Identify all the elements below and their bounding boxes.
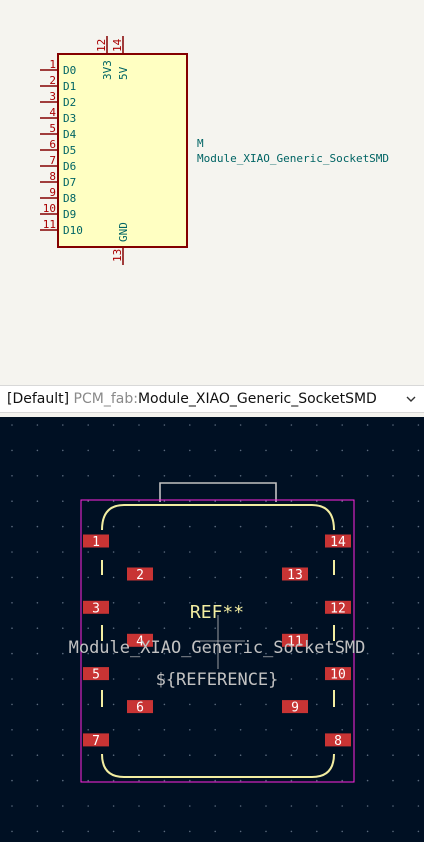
pin-name: D8 [63, 192, 76, 205]
pad-4[interactable]: 4 [127, 633, 153, 650]
pad-2[interactable]: 2 [127, 567, 153, 584]
pad-12[interactable]: 12 [325, 600, 351, 617]
silkscreen-outline [101, 504, 335, 531]
pin-name: 3V3 [101, 60, 114, 80]
fab-outline [159, 482, 277, 502]
symbol-value-field[interactable]: Module_XIAO_Generic_SocketSMD [197, 152, 389, 165]
pin-number: 11 [43, 218, 56, 231]
pin-number: 13 [111, 249, 124, 262]
pad-number: 6 [136, 701, 144, 716]
pin-name: D2 [63, 96, 76, 109]
pad-number: 13 [287, 568, 303, 583]
schematic-canvas[interactable]: 1 D0 2 D1 3 D2 4 D3 5 D4 6 D5 7 D6 8 D7 9 D8 10 D9 11 D10 12 3… [0, 0, 424, 383]
pin-number: 8 [49, 170, 56, 183]
pad-1[interactable]: 1 [83, 534, 109, 551]
pad-number: 8 [334, 734, 342, 749]
pad-8[interactable]: 8 [325, 733, 351, 749]
pin-number: 6 [49, 138, 56, 151]
pin-number: 7 [49, 154, 56, 167]
pad-number: 7 [92, 734, 100, 749]
symbol-reference-field[interactable]: M [197, 137, 204, 150]
silkscreen-side-lines [101, 560, 335, 707]
pad-number: 3 [92, 601, 100, 616]
footprint-library-name: PCM_fab: [73, 391, 138, 407]
pin-name: D1 [63, 80, 76, 93]
pin-number: 1 [49, 58, 56, 71]
pin-number: 10 [43, 202, 56, 215]
pad-number: 11 [287, 634, 303, 649]
footprint-value-text[interactable]: Module_XIAO_Generic_SocketSMD [69, 638, 366, 658]
pin-number: 2 [49, 74, 56, 87]
footprint-selector[interactable]: [Default] PCM_fab:Module_XIAO_Generic_So… [0, 385, 424, 413]
pin-name: D4 [63, 128, 77, 141]
pad-13[interactable]: 13 [282, 567, 308, 584]
pad-3[interactable]: 3 [83, 600, 109, 617]
schematic-editor-panel[interactable]: 1 D0 2 D1 3 D2 4 D3 5 D4 6 D5 7 D6 8 D7 9 D8 10 D9 11 D10 12 3… [0, 0, 424, 383]
footprint-selector-text: [Default] PCM_fab:Module_XIAO_Generic_So… [0, 391, 377, 407]
pad-number: 5 [92, 668, 100, 683]
pin-name: D6 [63, 160, 76, 173]
pin-number: 5 [49, 122, 56, 135]
pad-number: 12 [330, 601, 346, 616]
pad-9[interactable]: 9 [282, 700, 308, 716]
pin-number: 9 [49, 186, 56, 199]
pad-11[interactable]: 11 [282, 633, 308, 650]
pin-name: D7 [63, 176, 76, 189]
pin-name: D9 [63, 208, 76, 221]
pin-name: D0 [63, 64, 76, 77]
pad-10[interactable]: 10 [325, 667, 351, 683]
chevron-down-icon[interactable] [404, 392, 418, 406]
pin-number: 4 [49, 106, 56, 119]
pad-14[interactable]: 14 [325, 534, 351, 551]
footprint-variant-label: [Default] [7, 391, 70, 407]
pin-name: GND [117, 222, 130, 242]
silkscreen-outline-bottom [101, 753, 335, 778]
pad-number: 9 [291, 701, 299, 716]
pin-number: 12 [95, 39, 108, 52]
pin-name: D3 [63, 112, 76, 125]
symbol-body[interactable] [57, 53, 188, 248]
pad-5[interactable]: 5 [83, 667, 109, 683]
pad-number: 4 [136, 634, 144, 649]
footprint-reference-field-text[interactable]: ${REFERENCE} [156, 670, 279, 690]
pad-number: 10 [330, 668, 346, 683]
footprint-name: Module_XIAO_Generic_SocketSMD [137, 391, 377, 407]
pin-number: 3 [49, 90, 56, 103]
pad-6[interactable]: 6 [127, 700, 153, 716]
footprint-grid [11, 424, 420, 833]
courtyard-outline [80, 499, 355, 783]
pad-7[interactable]: 7 [83, 733, 109, 749]
pin-number: 14 [111, 38, 124, 52]
pin-name: D5 [63, 144, 76, 157]
pad-number: 2 [136, 568, 144, 583]
pad-number: 1 [92, 535, 100, 550]
pin-name: 5V [117, 66, 130, 80]
pad-number: 14 [330, 535, 346, 550]
pin-name: D10 [63, 224, 83, 237]
footprint-reference-text[interactable]: REF** [190, 602, 244, 623]
